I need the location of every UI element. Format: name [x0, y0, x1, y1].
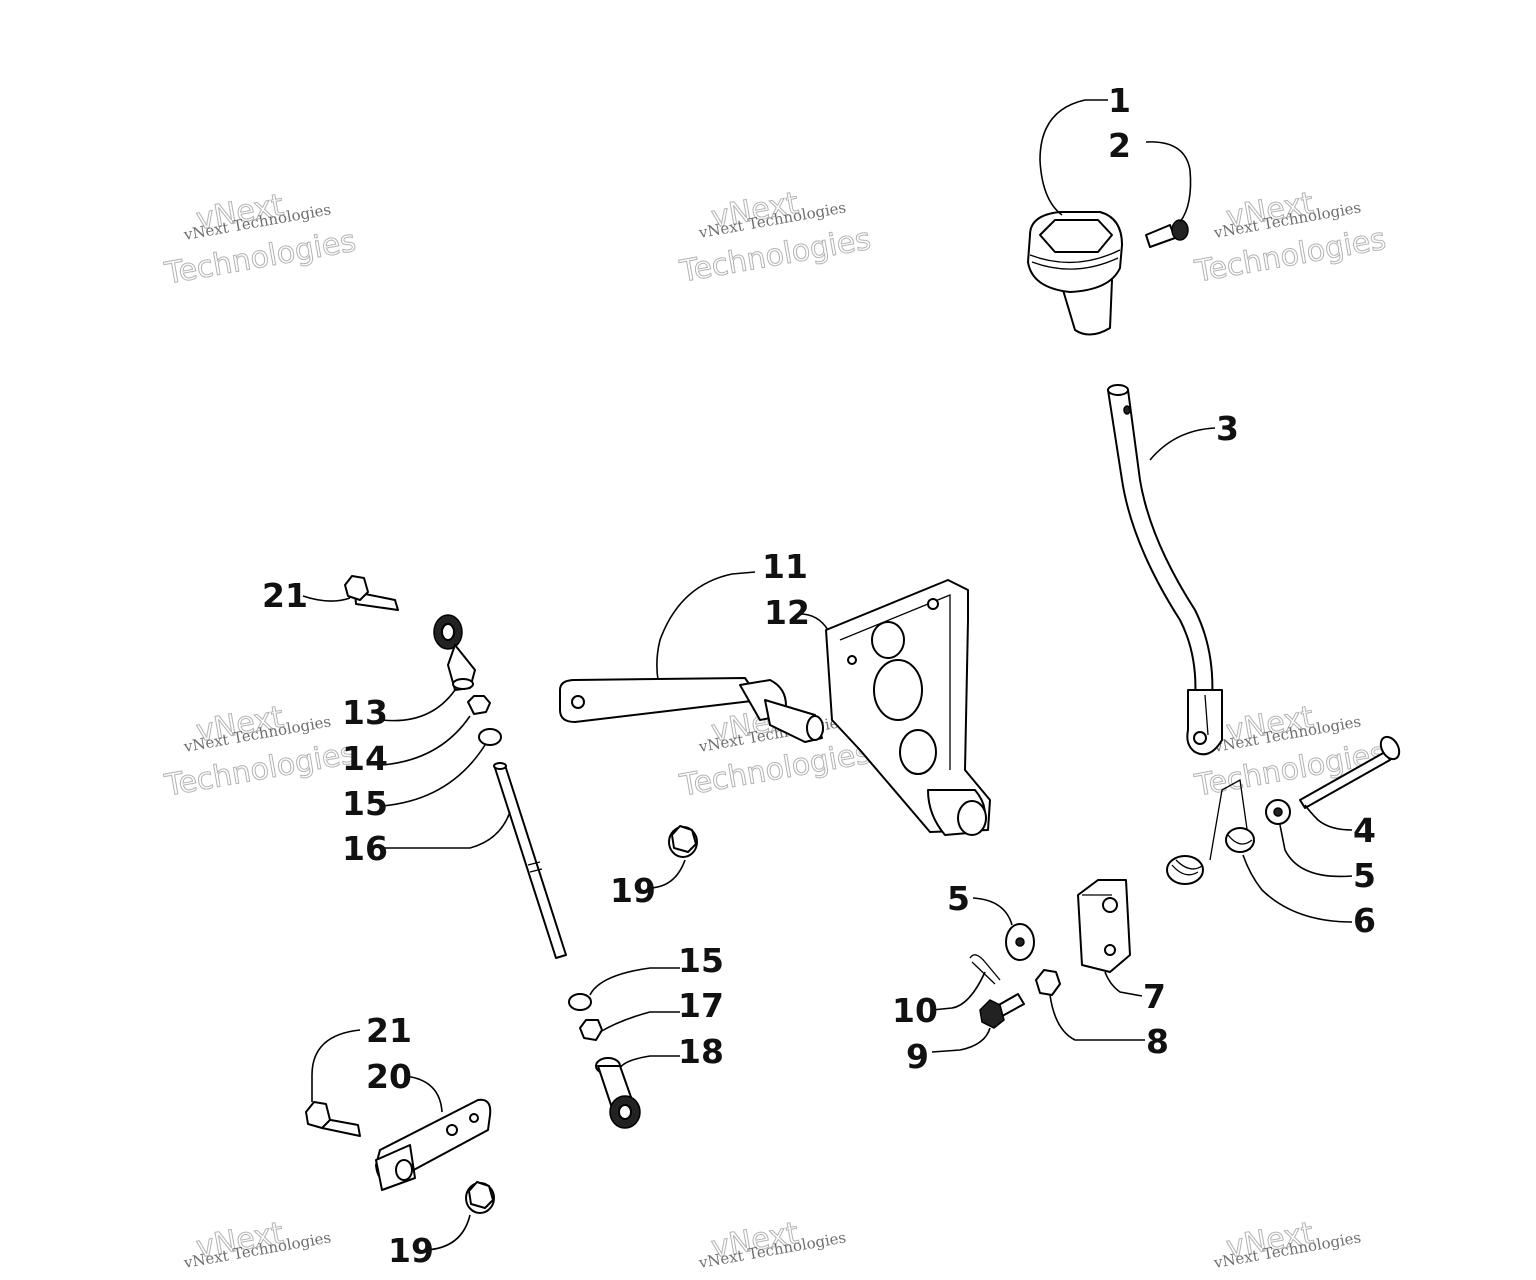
label-16: 16	[342, 829, 388, 868]
label-10: 10	[892, 991, 938, 1030]
label-7: 7	[1143, 977, 1166, 1016]
part-15-washer-upper	[478, 728, 502, 746]
part-4-pin	[1299, 735, 1401, 809]
label-2: 2	[1108, 126, 1131, 165]
part-19-flange-nut-lower	[465, 1181, 495, 1214]
part-5-washer-center-hole	[1015, 937, 1025, 947]
label-6: 6	[1353, 901, 1376, 940]
part-21-bolt-upper	[344, 575, 399, 611]
part-9-bolt	[979, 993, 1025, 1029]
part-2-screw	[1145, 219, 1189, 248]
part-21-bolt-lower	[305, 1101, 361, 1137]
watermark-9: vNext vNext Technologies	[1212, 1215, 1363, 1272]
part-6-spring	[1166, 778, 1255, 885]
leader-lines	[302, 99, 1353, 1251]
watermark-1: vNext vNext Technologies Technologies	[161, 187, 359, 292]
part-13-rod-end	[433, 614, 476, 691]
watermark-7: vNext vNext Technologies	[182, 1215, 333, 1272]
label-21-lower: 21	[366, 1011, 412, 1050]
part-7-clevis	[1077, 879, 1131, 973]
label-18: 18	[678, 1032, 724, 1071]
label-17: 17	[678, 986, 724, 1025]
part-12-bracket	[825, 579, 991, 836]
label-9: 9	[906, 1037, 929, 1076]
callout-labels: 1 2 3 4 5 5 6 7 8 9 10 11 12 13 14 15 16…	[262, 81, 1376, 1270]
label-8: 8	[1146, 1022, 1169, 1061]
part-5-washer-right-hole	[1273, 807, 1283, 817]
label-11: 11	[762, 547, 808, 586]
part-19-flange-nut-upper	[668, 825, 698, 858]
part-8-nut	[1035, 969, 1061, 996]
part-15-washer-lower	[568, 993, 592, 1011]
label-15-lower: 15	[678, 941, 724, 980]
label-4: 4	[1353, 811, 1376, 850]
part-20-lower-arm	[375, 1098, 492, 1191]
watermark-2: vNext vNext Technologies Technologies	[676, 185, 874, 290]
part-11-lever-arm	[559, 677, 824, 743]
watermark-3: vNext vNext Technologies Technologies	[1191, 185, 1389, 290]
label-5-center: 5	[947, 879, 970, 918]
label-21-upper: 21	[262, 576, 308, 615]
label-1: 1	[1108, 81, 1131, 120]
watermark-4: vNext vNext Technologies Technologies	[161, 699, 359, 804]
label-13: 13	[342, 693, 388, 732]
label-20: 20	[366, 1057, 412, 1096]
label-3: 3	[1216, 409, 1239, 448]
watermark-8: vNext vNext Technologies	[697, 1215, 848, 1272]
part-16-rod	[493, 762, 567, 959]
label-19-lower: 19	[388, 1231, 434, 1270]
label-12: 12	[764, 593, 810, 632]
part-3-shift-lever	[1107, 384, 1223, 756]
part-17-nut	[579, 1019, 603, 1041]
part-14-nut	[467, 695, 491, 715]
label-5-right: 5	[1353, 856, 1376, 895]
label-14: 14	[342, 739, 388, 778]
part-18-rod-end	[595, 1057, 641, 1129]
label-15-upper: 15	[342, 784, 388, 823]
part-10-cotter-pin	[969, 954, 1001, 985]
label-19-upper: 19	[610, 871, 656, 910]
part-1-shift-knob	[1027, 211, 1123, 336]
